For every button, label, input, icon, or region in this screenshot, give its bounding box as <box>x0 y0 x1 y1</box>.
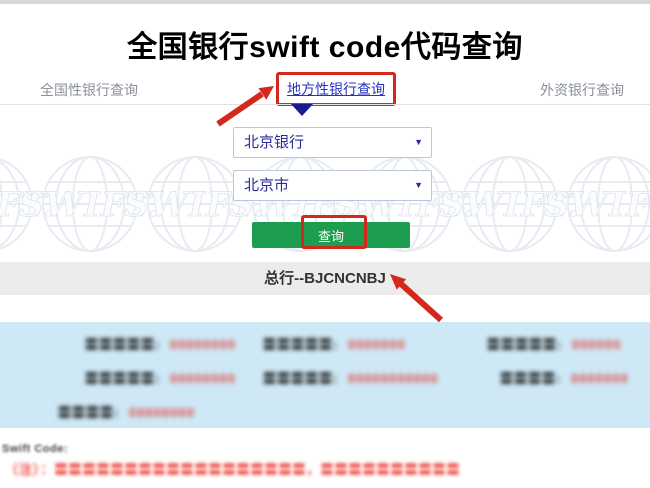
blurred-detail-value: 0000000 <box>347 337 406 352</box>
blurred-detail-entry: 〓〓〓〓〓: 00000000 <box>85 368 236 387</box>
blurred-detail-entry: 〓〓〓〓〓: 0000000 <box>263 334 406 353</box>
swift-watermark-text: SWIFT. <box>439 185 581 225</box>
bank-details-panel: 〓〓〓〓〓: 00000000 〓〓〓〓〓: 0000000 〓〓〓〓〓: 00… <box>0 322 650 428</box>
blurred-detail-value: 00000000 <box>128 405 195 420</box>
swift-watermark-text: SWIFT. <box>0 185 56 225</box>
footnote-prefix: （注）： <box>5 462 55 477</box>
swift-code-footnote-label: Swift Code: <box>2 443 68 455</box>
blurred-detail-entry: 〓〓〓〓〓: 00000000000 <box>263 368 439 387</box>
blurred-detail-label: 〓〓〓〓: <box>58 405 120 420</box>
blurred-detail-value: 00000000000 <box>347 371 439 386</box>
blurred-footnote-text: （注）：〓〓〓〓〓〓〓〓〓〓〓〓〓〓〓〓〓〓，〓〓〓〓〓〓〓〓〓〓 <box>5 459 461 478</box>
city-select[interactable]: 北京市 ▼ <box>233 170 432 201</box>
active-tab-pointer-triangle <box>291 104 313 116</box>
blurred-detail-value: 00000000 <box>169 337 236 352</box>
query-button[interactable]: 查询 <box>252 222 410 248</box>
result-headline: 总行--BJCNCNBJ <box>264 270 386 287</box>
swift-watermark-text: SWIFT. <box>19 185 161 225</box>
tab-national-banks[interactable]: 全国性银行查询 <box>40 82 138 98</box>
top-border <box>0 0 650 4</box>
blurred-detail-entry: 〓〓〓〓: 0000000 <box>500 368 629 387</box>
city-select-value: 北京市 <box>244 177 290 194</box>
page-title: 全国银行swift code代码查询 <box>127 31 523 64</box>
blurred-detail-label: 〓〓〓〓〓: <box>85 337 161 352</box>
blurred-detail-entry: 〓〓〓〓〓: 000000 <box>487 334 621 353</box>
tab-local-banks[interactable]: 地方性银行查询 <box>287 81 385 97</box>
blurred-detail-label: 〓〓〓〓: <box>500 371 562 386</box>
dropdown-caret-icon: ▼ <box>414 137 423 147</box>
annotation-arrow-to-local-tab <box>216 86 274 127</box>
blurred-detail-label: 〓〓〓〓〓: <box>263 337 339 352</box>
annotation-arrow-to-result <box>390 274 444 323</box>
bank-select[interactable]: 北京银行 ▼ <box>233 127 432 158</box>
blurred-detail-entry: 〓〓〓〓〓: 00000000 <box>85 334 236 353</box>
swift-watermark-text: SWIFT. <box>544 185 650 225</box>
blurred-detail-label: 〓〓〓〓〓: <box>85 371 161 386</box>
blurred-detail-label: 〓〓〓〓〓: <box>487 337 563 352</box>
dropdown-caret-icon: ▼ <box>414 180 423 190</box>
blurred-detail-value: 0000000 <box>570 371 629 386</box>
footnote-body: 〓〓〓〓〓〓〓〓〓〓〓〓〓〓〓〓〓〓，〓〓〓〓〓〓〓〓〓〓 <box>54 462 461 477</box>
blurred-detail-entry: 〓〓〓〓: 00000000 <box>58 402 195 421</box>
blurred-detail-label: 〓〓〓〓〓: <box>263 371 339 386</box>
annotation-box-local-tab: 地方性银行查询 <box>276 72 396 106</box>
annotation-box-query-button <box>301 215 367 249</box>
tab-foreign-banks[interactable]: 外资银行查询 <box>540 82 624 98</box>
tabs-divider <box>0 104 650 105</box>
bank-select-value: 北京银行 <box>244 134 305 151</box>
blurred-detail-value: 00000000 <box>169 371 236 386</box>
result-bar: 总行--BJCNCNBJ <box>0 262 650 295</box>
blurred-detail-value: 000000 <box>571 337 622 352</box>
